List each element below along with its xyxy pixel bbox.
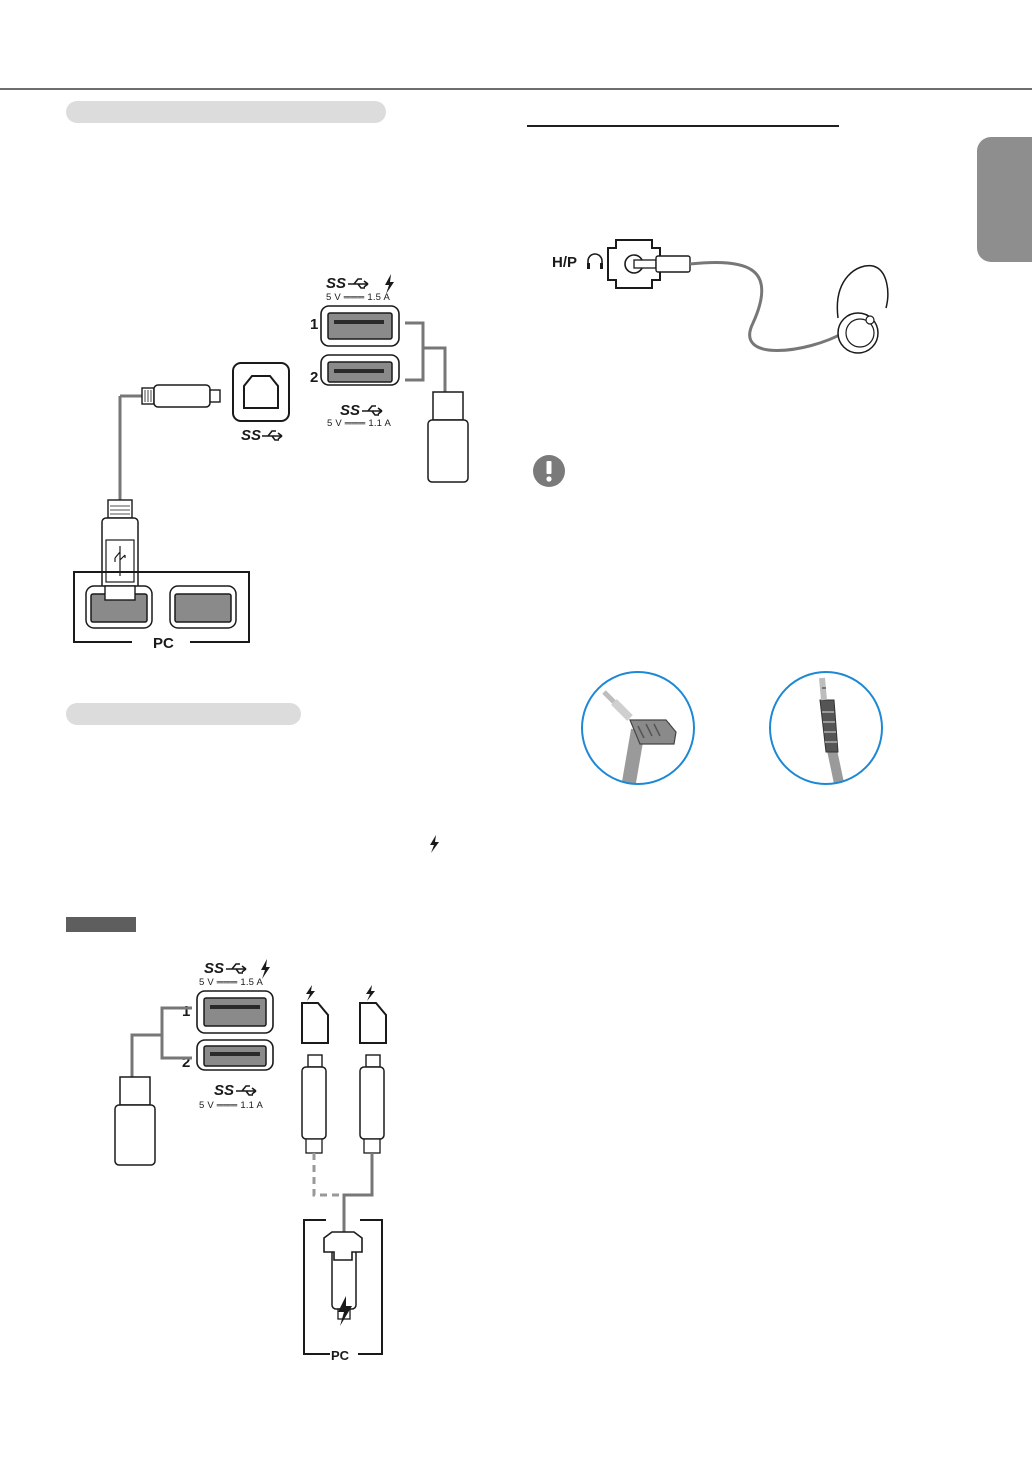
usb-connection-diagram: SS 5 V ═══ 1.5 A 1 2 SS 5 V ═══ 1.1 A SS [0,0,480,680]
port-1-label: 1 [182,1003,191,1020]
usb-b-port [232,362,290,422]
port-2-label: 2 [182,1054,191,1071]
headphone-icon [587,253,603,269]
usb-trident-icon [348,278,369,289]
pc-box [303,1219,383,1355]
superspeed-logo-3: SS [241,427,262,444]
pc-label: PC [153,635,174,652]
superspeed-logo-2: SS [340,402,361,419]
side-language-tab [977,137,1032,262]
angled-plug-illustration [581,671,695,785]
top-rule [0,88,1032,90]
port-1-label: 1 [310,316,319,333]
section-header-bar-thunderbolt [66,703,301,725]
thunderbolt-ports-and-cables [301,985,387,1320]
headphone-jack-and-headset [607,239,889,354]
port-2-rating: 5 V ═══ 1.1 A [327,418,391,429]
port-1-rating: 5 V ═══ 1.5 A [326,292,390,303]
usb-drive-with-cable [114,1006,192,1166]
headphone-port-label: H/P [552,254,578,271]
port-2-rating: 5 V ═══ 1.1 A [199,1100,263,1111]
usb-trident-icon [236,1085,257,1096]
usb-drive-with-cable [405,321,469,483]
headphone-connection-diagram: H/P [500,200,920,400]
pc-box [73,571,250,643]
model-tag [66,917,136,932]
thunderbolt-connection-diagram: SS 5 V ═══ 1.5 A 1 2 SS 5 V ═══ 1.1 A [0,820,480,1380]
section-header-rule-headphone [527,125,839,127]
caution-icon [533,455,565,487]
superspeed-logo: SS [204,960,225,977]
usb-trident-icon [262,430,283,441]
superspeed-logo: SS [326,275,347,292]
thunderbolt-icon [261,959,270,979]
usb-trident-icon [362,405,383,416]
usb-trident-icon [226,963,247,974]
port-2-label: 2 [310,369,319,386]
usb-a-ports [196,990,274,1071]
usb-a-ports [320,305,400,386]
straight-plug-illustration [769,671,883,785]
thunderbolt-icon [430,835,439,853]
port-1-rating: 5 V ═══ 1.5 A [199,977,263,988]
section-header-bar-usb [66,101,386,123]
pc-label: PC [331,1348,350,1363]
thunderbolt-icon [385,274,394,294]
superspeed-logo-2: SS [214,1082,235,1099]
